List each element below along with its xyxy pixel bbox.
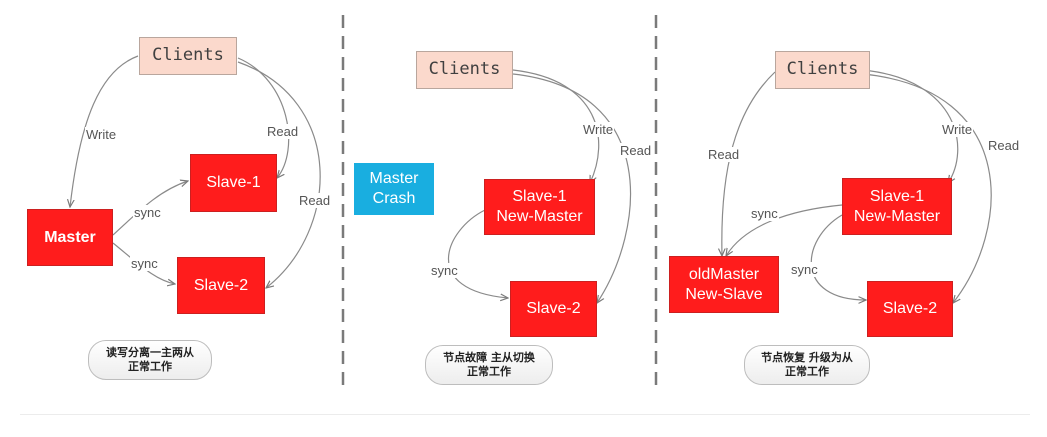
edge-label-sync-slave2-p3: sync <box>790 262 819 277</box>
caption-p1-line2: 正常工作 <box>128 360 172 373</box>
newmaster-label-p2: New-Master <box>496 208 583 225</box>
caption-p2: 节点故障 主从切换 正常工作 <box>425 345 553 385</box>
edge-read-slave2-p3 <box>862 73 992 303</box>
master-node-p1: Master <box>27 209 113 266</box>
slave2-node-p1: Slave-2 <box>177 257 265 314</box>
edge-label-sync-oldmaster-p3: sync <box>750 206 779 221</box>
edge-label-sync-p2: sync <box>430 263 459 278</box>
edge-sync-oldmaster-p3 <box>726 204 843 256</box>
oldmaster-label: oldMaster <box>688 265 760 283</box>
master-crash-line2: Crash <box>372 190 416 207</box>
footer-divider <box>20 414 1030 415</box>
edge-label-read-p2: Read <box>619 143 653 158</box>
edge-read-slave1-p1 <box>237 57 290 178</box>
newmaster-label-p3: New-Master <box>853 207 941 225</box>
clients-node-p3: Clients <box>775 51 870 89</box>
newslave-label: New-Slave <box>685 285 763 303</box>
edge-write-p1 <box>70 55 139 207</box>
slave1-label-p2: Slave-1 <box>512 188 567 205</box>
edge-label-write-p2: Write <box>582 122 615 137</box>
edge-label-write-p1: Write <box>85 127 118 142</box>
clients-node-p2: Clients <box>416 51 513 89</box>
caption-p2-line2: 正常工作 <box>467 365 511 378</box>
slave1-newmaster-node-p3: Slave-1 New-Master <box>842 178 952 235</box>
master-crash-line1: Master <box>369 170 419 187</box>
edge-label-sync-slave1-p1: sync <box>133 205 162 220</box>
edge-label-read-slave2-p3: Read <box>987 138 1021 153</box>
edge-label-read-oldmaster-p3: Read <box>707 147 741 162</box>
caption-p2-line1: 节点故障 主从切换 <box>443 350 535 364</box>
caption-p1: 读写分离一主两从 正常工作 <box>88 340 212 380</box>
slave2-node-p2: Slave-2 <box>510 281 597 337</box>
caption-p1-line1: 读写分离一主两从 <box>106 345 194 359</box>
edge-write-p2 <box>512 69 600 183</box>
slave1-newmaster-node-p2: Slave-1 New-Master <box>484 179 595 235</box>
edge-sync-slave1-p1 <box>112 181 188 236</box>
caption-p3: 节点恢复 升级为从 正常工作 <box>744 345 870 385</box>
edge-label-sync-slave2-p1: sync <box>130 256 159 271</box>
edge-label-read-slave1-p1: Read <box>266 124 300 139</box>
edge-read-p2 <box>512 73 632 303</box>
edge-read-slave2-p1 <box>237 61 321 288</box>
edge-write-p3 <box>862 69 959 183</box>
slave2-node-p3: Slave-2 <box>867 281 953 337</box>
edge-read-oldmaster-p3 <box>722 71 776 256</box>
clients-node-p1: Clients <box>139 37 237 75</box>
slave1-node-p1: Slave-1 <box>190 154 277 212</box>
edge-label-read-slave2-p1: Read <box>298 193 332 208</box>
caption-p3-line2: 正常工作 <box>785 365 829 378</box>
caption-p3-line1: 节点恢复 升级为从 <box>761 350 853 364</box>
master-crash-node: Master Crash <box>354 163 434 215</box>
edge-label-write-p3: Write <box>941 122 974 137</box>
slave1-label-p3: Slave-1 <box>869 187 925 205</box>
edge-sync-p2 <box>448 209 508 298</box>
oldmaster-newslave-node: oldMaster New-Slave <box>669 256 779 313</box>
